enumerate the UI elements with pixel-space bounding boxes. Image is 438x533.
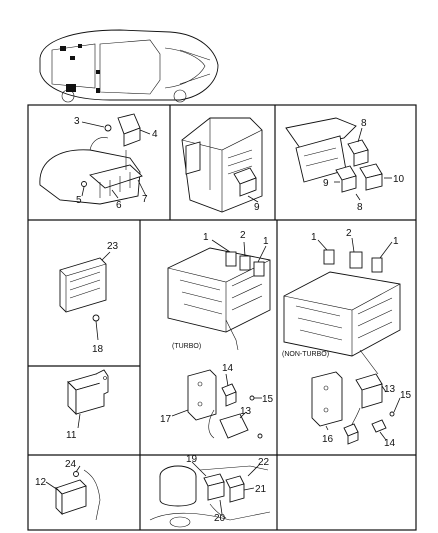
callout-13a: 13 <box>240 406 252 417</box>
panel-engine-bay: 19 22 21 20 <box>149 454 271 528</box>
callout-9a: 9 <box>254 202 260 213</box>
callout-14a: 14 <box>222 363 234 374</box>
panel-bracket-relay: 3 4 5 6 7 <box>39 113 158 211</box>
callout-16: 16 <box>322 434 334 445</box>
callout-19: 19 <box>186 454 198 465</box>
callout-23: 23 <box>107 241 119 252</box>
callout-9b: 9 <box>323 178 329 189</box>
non-turbo-label: (NON-TURBO) <box>282 351 329 358</box>
callout-14b: 14 <box>384 438 396 449</box>
callout-4: 4 <box>152 129 158 140</box>
panel-relay: 11 <box>66 369 109 441</box>
callout-2b: 2 <box>346 228 352 239</box>
callout-17: 17 <box>160 414 172 425</box>
callout-3: 3 <box>74 116 80 127</box>
panel-turbo-relay-box: 1 2 1 (TURBO) 14 15 13 17 <box>160 230 274 439</box>
callout-11: 11 <box>66 430 77 441</box>
callout-18: 18 <box>92 344 104 355</box>
callout-22: 22 <box>258 457 270 468</box>
callout-1a: 1 <box>203 232 209 243</box>
callout-6: 6 <box>116 200 122 211</box>
callout-21: 21 <box>255 484 267 495</box>
panel-relay-mount: 12 24 <box>35 459 101 521</box>
callout-1c: 1 <box>311 232 317 243</box>
callout-10: 10 <box>393 174 405 185</box>
callout-7: 7 <box>142 194 148 205</box>
callout-12: 12 <box>35 477 47 488</box>
callout-24: 24 <box>65 459 77 470</box>
callout-1b: 1 <box>263 236 269 247</box>
callout-8a: 8 <box>361 118 367 129</box>
panel-grid <box>27 104 417 531</box>
callout-15b: 15 <box>400 390 412 401</box>
turbo-label: (TURBO) <box>172 343 201 350</box>
callout-5: 5 <box>76 195 82 206</box>
panel-relay-bracket: 8 10 9 8 <box>285 117 405 213</box>
callout-15a: 15 <box>262 394 274 405</box>
callout-8b: 8 <box>357 202 363 213</box>
panel-non-turbo-relay-box: 1 2 1 (NON-TURBO) 13 15 14 16 <box>282 228 412 449</box>
callout-13b: 13 <box>384 384 396 395</box>
callout-1d: 1 <box>393 236 399 247</box>
panel-fuse-block: 9 <box>181 117 263 213</box>
callout-20: 20 <box>214 513 226 524</box>
panel-control-module: 23 18 <box>59 241 119 355</box>
vehicle-overview <box>39 29 219 103</box>
callout-2a: 2 <box>240 230 246 241</box>
